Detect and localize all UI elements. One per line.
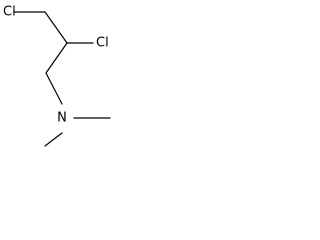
atom-labels: Cl Cl N [3, 5, 109, 126]
atom-label-cl-top: Cl [3, 5, 16, 20]
bond-c3-n [45, 72, 63, 105]
structure-diagram: Cl Cl N [3, 5, 111, 147]
bond-c1-c2 [44, 11, 68, 44]
bond-c2-c3 [45, 42, 68, 74]
atom-label-n: N [57, 111, 67, 126]
bonds [14, 11, 111, 147]
atom-label-cl-mid: Cl [96, 36, 109, 51]
bond-n-methyl-down [44, 132, 63, 147]
